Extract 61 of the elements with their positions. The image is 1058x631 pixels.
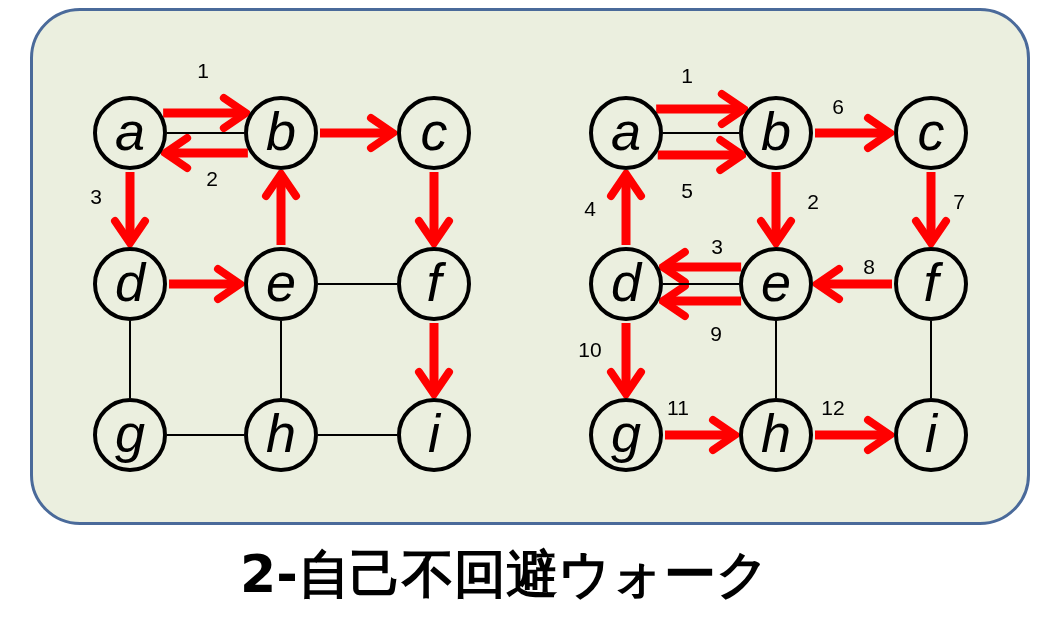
arrow — [658, 248, 742, 286]
connector-line — [662, 283, 740, 285]
arrow — [658, 282, 742, 320]
node-label: d — [114, 255, 145, 309]
arrow — [607, 323, 645, 398]
arrow — [262, 170, 300, 245]
arrow — [607, 170, 645, 245]
connector-line — [166, 434, 245, 436]
edge-label: 9 — [710, 322, 722, 344]
node-label: i — [428, 406, 440, 460]
arrow — [813, 265, 892, 303]
arrow — [657, 136, 747, 174]
edge-label: 4 — [584, 197, 596, 219]
node-label: b — [265, 104, 296, 158]
edge-label: 3 — [711, 235, 723, 257]
arrow — [656, 90, 748, 128]
edge-label: 12 — [821, 396, 845, 418]
connector-line — [775, 320, 777, 399]
node-label: a — [610, 104, 641, 158]
edge-label: 11 — [667, 396, 689, 418]
connector-line — [317, 283, 398, 285]
node-label: a — [114, 104, 145, 158]
edge-label: 6 — [832, 95, 844, 117]
arrow — [815, 416, 894, 454]
connector-line — [317, 434, 398, 436]
arrow — [169, 265, 244, 303]
edge-label: 1 — [681, 64, 693, 86]
node-label: e — [265, 255, 296, 309]
arrow — [912, 172, 950, 247]
panel-background — [30, 8, 1030, 525]
node-label: b — [760, 104, 791, 158]
edge-label: 3 — [90, 185, 102, 207]
arrow — [415, 172, 453, 247]
edge-label: 8 — [863, 255, 875, 277]
edge-label: 2 — [206, 167, 218, 189]
node-label: i — [925, 406, 937, 460]
node-label: h — [265, 406, 296, 460]
edge-label: 5 — [681, 179, 693, 201]
edge-label: 7 — [953, 190, 965, 212]
arrow — [415, 323, 453, 398]
connector-line — [662, 132, 740, 134]
connector-line — [930, 320, 932, 399]
title: 2-自己不回避ウォーク — [240, 548, 769, 600]
node-label: h — [760, 406, 791, 460]
arrow — [757, 172, 795, 247]
edge-label: 2 — [807, 190, 819, 212]
arrow — [111, 172, 149, 247]
arrow — [163, 94, 250, 132]
connector-line — [166, 132, 245, 134]
node-label: d — [610, 255, 641, 309]
arrow — [320, 114, 397, 152]
edge-label: 10 — [578, 338, 602, 360]
arrow — [815, 114, 894, 152]
edge-label: 1 — [197, 59, 209, 81]
connector-line — [280, 320, 282, 399]
node-label: e — [760, 255, 791, 309]
node-label: c — [917, 104, 945, 158]
connector-line — [129, 320, 131, 399]
arrow — [161, 134, 248, 172]
node-label: c — [420, 104, 448, 158]
arrow — [665, 416, 739, 454]
